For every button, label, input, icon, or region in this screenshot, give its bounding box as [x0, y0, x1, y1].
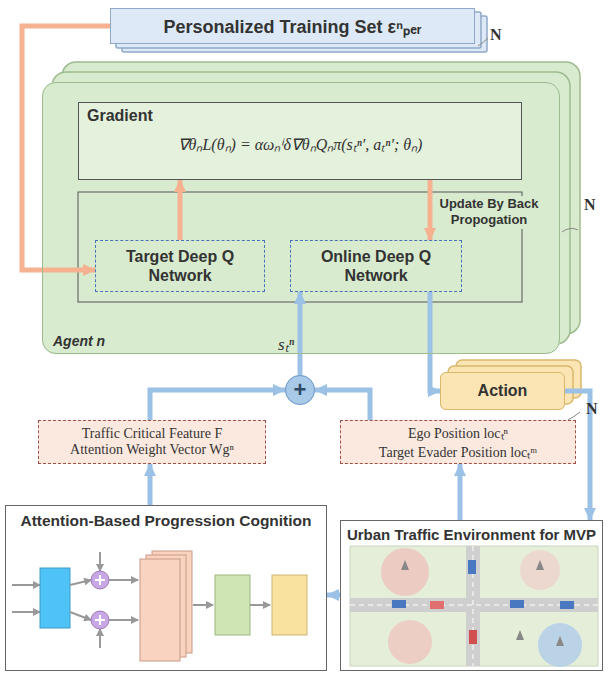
figure-shape [430, 601, 444, 609]
figure-shape [350, 546, 598, 666]
flow-arrow [428, 180, 433, 240]
gradient-box: Gradient ∇θₙL(θₙ) = αωₙⁱδ∇θₙQₙπ(sₜⁿ′, aₜⁿ… [78, 102, 522, 180]
node-text: Urban Traffic Environment for MVP [347, 526, 596, 543]
node-text: Attention-Based Progression Cognition [20, 512, 311, 530]
flow-arrow [178, 180, 183, 240]
flow-arrow [327, 593, 340, 598]
figure-shape [381, 548, 429, 596]
box-fill [38, 420, 266, 464]
figure-shape [109, 579, 138, 581]
box-fill [78, 102, 522, 180]
node-text: Action [478, 382, 528, 400]
environment-panel: Urban Traffic Environment for MVP [340, 520, 603, 671]
sum-circle: + [285, 375, 315, 405]
node-text: Gradient [87, 107, 513, 125]
node-text: Attention Weight Vector Wgⁿ [70, 442, 234, 458]
target-network-box: Target Deep Q Network [95, 240, 265, 292]
flow-arrow [315, 390, 370, 420]
stacked-copy [62, 62, 580, 334]
figure-shape [510, 600, 524, 608]
figure-shape [401, 560, 564, 646]
feature-box: Traffic Critical Feature FAttention Weig… [38, 420, 266, 464]
figure-shape [40, 568, 70, 628]
figure-shape [562, 228, 578, 232]
node-text: Agent n [53, 333, 105, 349]
figure-shape [140, 559, 180, 661]
node-text: Traffic Critical Feature F [82, 426, 222, 442]
stack-count: N [586, 400, 598, 418]
cognition-panel: Attention-Based Progression Cognition [5, 505, 327, 671]
node-text: Target Evader Position locₜᵐ [379, 442, 537, 461]
figure-shape [99, 629, 101, 648]
figure-shape [70, 580, 91, 585]
edge-label: Update By Back Propogation [438, 196, 540, 229]
figure-shape [469, 630, 477, 644]
figure-shape [568, 412, 580, 420]
node-text: Ego Position locₜⁿ [408, 423, 508, 442]
figure-shape [560, 601, 574, 609]
figure-shape [250, 604, 270, 606]
online-network-box: Online Deep Q Network [290, 240, 462, 292]
node-text: Target Deep Q Network [102, 247, 258, 285]
figure-shape [468, 560, 476, 574]
attention-network-figure [12, 551, 307, 661]
figure-shape [350, 546, 598, 666]
flow-arrow [22, 26, 110, 270]
stack-count: N [490, 26, 502, 44]
figure-shape [95, 575, 105, 625]
figure-shape [392, 600, 406, 608]
figure-shape [70, 612, 91, 620]
box-fill [440, 372, 565, 410]
figure-shape [12, 611, 40, 613]
flow-arrow [458, 464, 463, 520]
node-text: Personalized Training Set εⁿₚₑᵣ [163, 14, 421, 38]
figure-shape [99, 552, 101, 571]
figure-shape [215, 575, 250, 635]
node-text: + [294, 379, 307, 401]
node-text: Online Deep Q Network [297, 247, 455, 285]
node-text: ∇θₙL(θₙ) = αωₙⁱδ∇θₙQₙπ(sₜⁿ′, aₜⁿ′; θₙ) [87, 133, 513, 155]
edge-label: sₜⁿ [266, 332, 294, 355]
training-set-box: Personalized Training Set εⁿₚₑᵣ [110, 8, 475, 44]
figure-shape [272, 575, 307, 635]
stack-count: N [584, 196, 596, 214]
flow-arrow [150, 390, 285, 420]
figure-shape [12, 584, 40, 586]
box-fill [110, 8, 475, 44]
flow-arrow [298, 292, 303, 375]
box-fill [285, 375, 315, 405]
stack-bracket [478, 38, 580, 420]
figure-shape [478, 38, 488, 46]
figure-shape [109, 619, 138, 621]
action-box: Action [440, 372, 565, 410]
position-box: Ego Position locₜⁿTarget Evader Position… [340, 420, 576, 464]
urban-map-figure [350, 546, 598, 667]
figure-shape [388, 620, 432, 664]
figure-shape [193, 604, 213, 606]
flow-arrow [430, 292, 440, 391]
box-fill [340, 420, 576, 464]
flow-arrow [148, 464, 153, 505]
